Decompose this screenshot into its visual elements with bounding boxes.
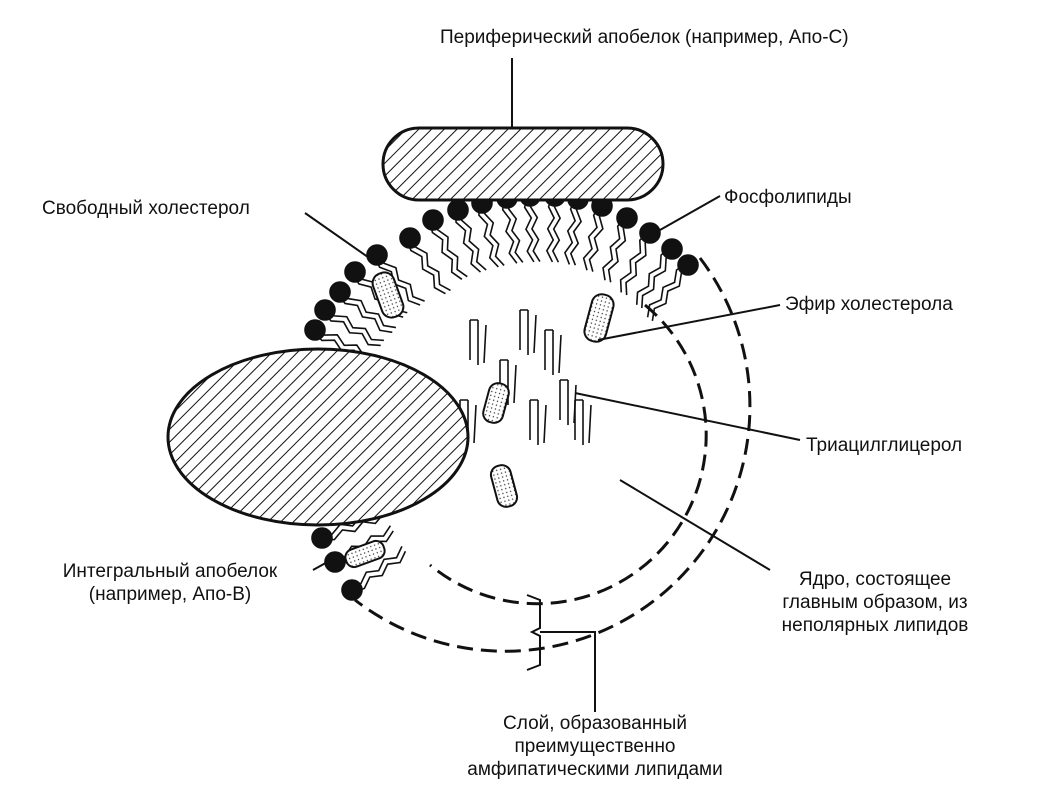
fatty-acid-tail [523,196,535,263]
fatty-acid-tail [378,252,425,302]
fatty-acid-tail [651,266,691,322]
label-core-line2: главным образом, из [782,592,968,613]
cholesterol-molecule [344,539,386,569]
fatty-acid-tail [322,311,381,347]
label-layer-line3: амфипатическими липидами [467,759,723,780]
label-triacylglycerol: Триацилглицерол [806,435,963,456]
phospholipid-head [399,227,421,249]
label-free-cholesterol: Свободный холестерол [42,198,250,219]
fatty-acid-tail [326,306,384,342]
fatty-acid-tail [434,218,468,278]
fatty-acid-tail [582,204,600,271]
cholesterol-ester-molecule [583,293,615,343]
fatty-acid-tail [501,198,518,264]
fatty-acid-tail [635,246,671,305]
fatty-acid-tail [569,199,582,266]
phospholipid-head [447,199,469,221]
phospholipid-head [616,207,638,229]
phospholipid-head [311,527,333,549]
phospholipid-head [677,254,699,276]
fatty-acid-tail [646,262,687,318]
triacylglycerol-molecule [519,309,537,355]
label-core: Ядро, состоящее главным образом, из непо… [735,568,1015,637]
label-integral-apoprotein: Интегральный апобелок (например, Апо-В) [30,560,310,606]
phospholipid-head [344,261,366,283]
phospholipid-head [366,244,388,266]
fatty-acid-tail [337,293,393,334]
fatty-acid-tail [353,550,407,594]
fatty-acid-tail [545,195,556,263]
fatty-acid-tail [341,289,397,329]
fatty-acid-tail [641,250,676,309]
triacylglycerol-molecule [529,399,547,445]
fatty-acid-tail [406,239,446,295]
triacylglycerol-molecule [574,399,592,445]
fatty-acid-tail [551,195,562,263]
free-cholesterol-molecule [371,271,405,319]
label-core-line1: Ядро, состоящее [798,569,952,590]
fatty-acid-tail [429,221,463,280]
label-peripheral-apoprotein: Периферический апобелок (например, Апо-С… [440,27,849,48]
fatty-acid-tail [563,198,577,265]
triacylglycerol-molecule [559,379,577,425]
fatty-acid-tail [625,233,654,296]
phospholipid-head [324,551,346,573]
fatty-acid-tail [619,231,648,293]
fatty-acid-tail [602,216,625,281]
phospholipid-head [341,579,363,601]
label-cholesterol-ester: Эфир холестерола [785,294,953,315]
phospholipid-head [314,299,336,321]
fatty-acid-tail [607,218,631,283]
label-integral-line2: (например, Апо-В) [88,584,252,605]
triacylglycerol-molecule [499,359,517,405]
phospholipid-head [304,319,326,341]
fatty-acid-tail [323,513,385,542]
fatty-acid-tail [454,210,482,273]
inner-dashed-core [429,303,708,606]
fatty-acid-tail [349,546,403,589]
peripheral-apoprotein [381,126,665,202]
cholesterol-molecule [489,464,519,508]
fatty-acid-tail [483,202,505,267]
integral-apoprotein [166,347,470,527]
phospholipid-head [639,222,661,244]
fatty-acid-tail [588,206,606,272]
fatty-acid-tail [460,208,487,271]
cholesterol-molecule [482,382,510,424]
phospholipid-head [661,238,683,260]
label-amphipathic-layer: Слой, образованный преимущественно амфип… [440,712,750,781]
triacylglycerol-molecule [469,319,487,365]
fatty-acid-tail [478,203,499,268]
phospholipid-head [329,281,351,303]
fatty-acid-tail [507,197,524,263]
label-core-line3: неполярных липидов [781,615,969,636]
phospholipid-head [422,209,444,231]
triacylglycerol-molecule [544,329,562,375]
label-layer-line1: Слой, образованный [503,713,687,734]
label-phospholipids: Фосфолипиды [724,187,852,208]
outer-dashed-boundary [354,257,752,653]
fatty-acid-tail [529,195,541,262]
fatty-acid-tail [411,236,451,292]
label-integral-line1: Интегральный апобелок [62,561,278,582]
label-layer-line2: преимущественно [514,736,676,757]
